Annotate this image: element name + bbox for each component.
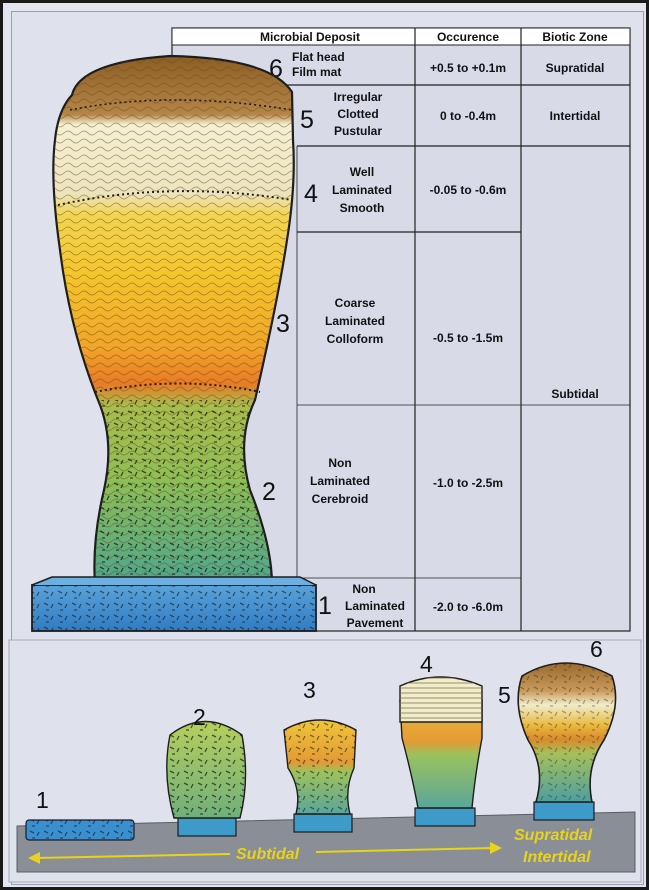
row-1-deposit-line1: Non xyxy=(352,582,375,596)
row-2-deposit-line2: Laminated xyxy=(310,474,370,488)
row-5-deposit-line1: Irregular xyxy=(334,90,383,104)
row-2-occurrence: -1.0 to -2.5m xyxy=(433,476,503,490)
row-6-deposit-line1: Flat head xyxy=(292,50,345,64)
row-1-deposit-line3: Pavement xyxy=(347,616,404,630)
row-2-deposit-line3: Cerebroid xyxy=(312,492,369,506)
row-4-deposit-line2: Laminated xyxy=(332,183,392,197)
row-4-number: 4 xyxy=(304,180,318,208)
row-1-number: 1 xyxy=(318,592,332,620)
row-2-number: 2 xyxy=(262,478,276,506)
header-microbial-deposit: Microbial Deposit xyxy=(260,30,360,44)
row-1-occurrence: -2.0 to -6.0m xyxy=(433,600,503,614)
row-6-deposit-line2: Film mat xyxy=(292,65,341,79)
row-2-deposit-line1: Non xyxy=(328,456,351,470)
row-5-deposit-line3: Pustular xyxy=(334,124,382,138)
stage-5-label: 5 xyxy=(498,682,511,708)
row-3-deposit-line1: Coarse xyxy=(335,296,376,310)
growth-sequence-illustration: 1 2 3 4 5 6 Subtidal Supratidal Intertid… xyxy=(9,636,641,882)
stage-6-label: 6 xyxy=(590,636,603,662)
row-5-deposit-line2: Clotted xyxy=(337,107,378,121)
row-6-occurrence: +0.5 to +0.1m xyxy=(430,61,506,75)
stage-3-label: 3 xyxy=(303,677,316,703)
zone-subtidal: Subtidal xyxy=(551,387,598,401)
intertidal-label: Intertidal xyxy=(523,849,591,866)
zone-intertidal: Intertidal xyxy=(550,109,601,123)
stage-1-label: 1 xyxy=(36,787,49,813)
supratidal-label: Supratidal xyxy=(514,827,593,844)
row-3-number: 3 xyxy=(276,310,290,338)
stage-4-label: 4 xyxy=(420,651,433,677)
row-1-deposit-line2: Laminated xyxy=(345,599,405,613)
row-3-occurrence: -0.5 to -1.5m xyxy=(433,331,503,345)
zone-supratidal: Supratidal xyxy=(546,61,605,75)
stage-2-label: 2 xyxy=(193,704,206,730)
row-4-deposit-line1: Well xyxy=(350,165,374,179)
header-occurrence: Occurence xyxy=(437,30,499,44)
row-3-deposit-line3: Colloform xyxy=(327,332,384,346)
subtidal-label: Subtidal xyxy=(236,846,300,863)
row-5-number: 5 xyxy=(300,106,314,134)
header-biotic-zone: Biotic Zone xyxy=(542,30,608,44)
row-5-occurrence: 0 to -0.4m xyxy=(440,109,496,123)
row-4-deposit-line3: Smooth xyxy=(340,201,385,215)
row-4-occurrence: -0.05 to -0.6m xyxy=(430,183,507,197)
row-3-deposit-line2: Laminated xyxy=(325,314,385,328)
